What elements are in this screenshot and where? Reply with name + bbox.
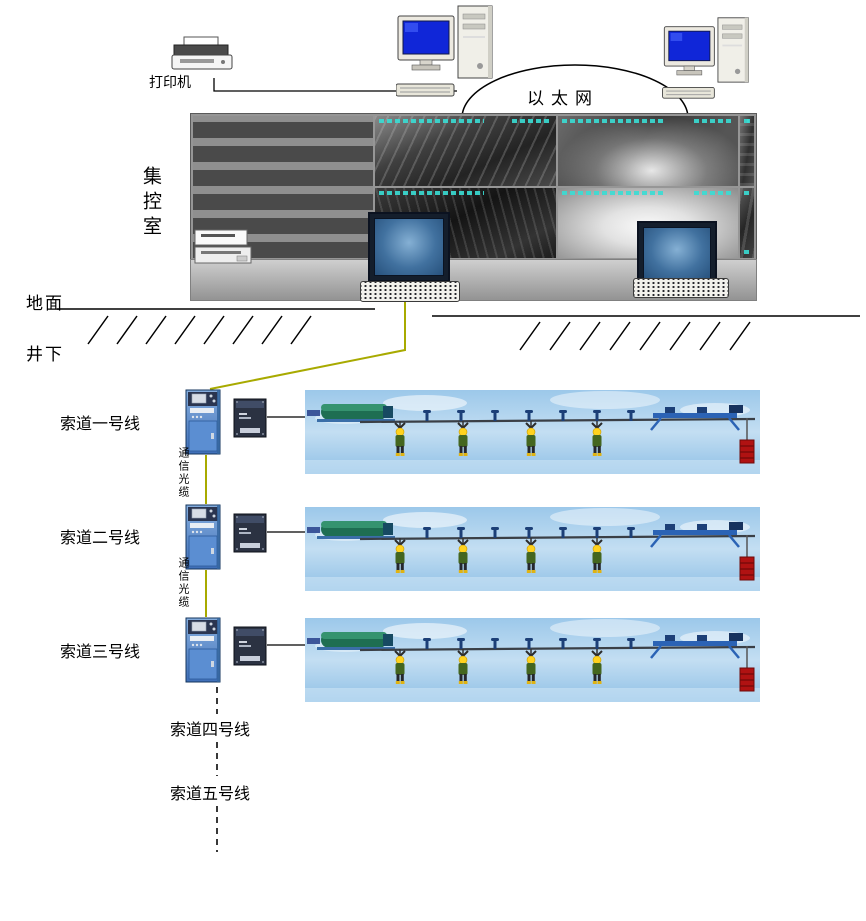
monitor-screen <box>374 218 444 276</box>
cableway-scene-1 <box>305 390 760 474</box>
osd-overlay <box>561 191 667 195</box>
cableway-scene-3 <box>305 618 760 702</box>
fiber-cable-label-1: 通信光缆 <box>177 447 189 499</box>
junction-box-icon-3 <box>233 626 267 666</box>
osd-overlay <box>511 119 552 123</box>
printer-cable-line <box>213 78 457 92</box>
underground-label: 井下 <box>26 345 64 364</box>
fiber-cable-line-main <box>209 302 406 390</box>
desk-printer-icon <box>193 228 253 270</box>
printer-label: 打印机 <box>149 76 191 91</box>
cableway-label-2: 索道二号线 <box>60 530 141 547</box>
osd-overlay <box>743 191 753 195</box>
osd-overlay <box>561 119 667 123</box>
cableway-label-1: 索道一号线 <box>60 416 141 433</box>
workstation-pc-icon <box>396 4 500 98</box>
operator-monitor-icon-right <box>637 221 717 286</box>
ethernet-label: 以太网 <box>527 89 599 108</box>
ground-hatch-left <box>87 315 312 345</box>
camera-feed-3 <box>739 116 754 186</box>
ground-hatch-right <box>519 321 751 351</box>
control-cabinet-icon-1 <box>185 388 223 456</box>
osd-overlay <box>743 250 750 254</box>
cableway-label-3: 索道三号线 <box>60 644 141 661</box>
monitor-screen <box>643 227 711 280</box>
camera-feed-6 <box>739 188 754 258</box>
junction-box-icon-1 <box>233 398 267 438</box>
future-line-label-4: 索道四号线 <box>170 722 251 739</box>
junction-box-icon-2 <box>233 513 267 553</box>
osd-overlay <box>746 119 750 123</box>
osd-overlay <box>379 191 484 195</box>
operator-monitor-icon-center <box>368 212 450 282</box>
control-room-label: 集控室 <box>140 166 161 241</box>
ground-surface-label: 地面 <box>26 294 64 313</box>
camera-feed-2 <box>557 116 738 186</box>
control-cabinet-icon-3 <box>185 616 223 684</box>
fiber-cable-label-2: 通信光缆 <box>177 557 189 609</box>
keyboard-icon-right <box>633 278 729 298</box>
remote-pc-icon <box>660 16 758 100</box>
osd-overlay <box>379 119 484 123</box>
cableway-scene-2 <box>305 507 760 591</box>
osd-overlay <box>694 191 734 195</box>
osd-overlay <box>694 119 734 123</box>
future-line-label-5: 索道五号线 <box>170 786 251 803</box>
camera-feed-1 <box>375 116 556 186</box>
keyboard-icon-center <box>360 281 460 302</box>
